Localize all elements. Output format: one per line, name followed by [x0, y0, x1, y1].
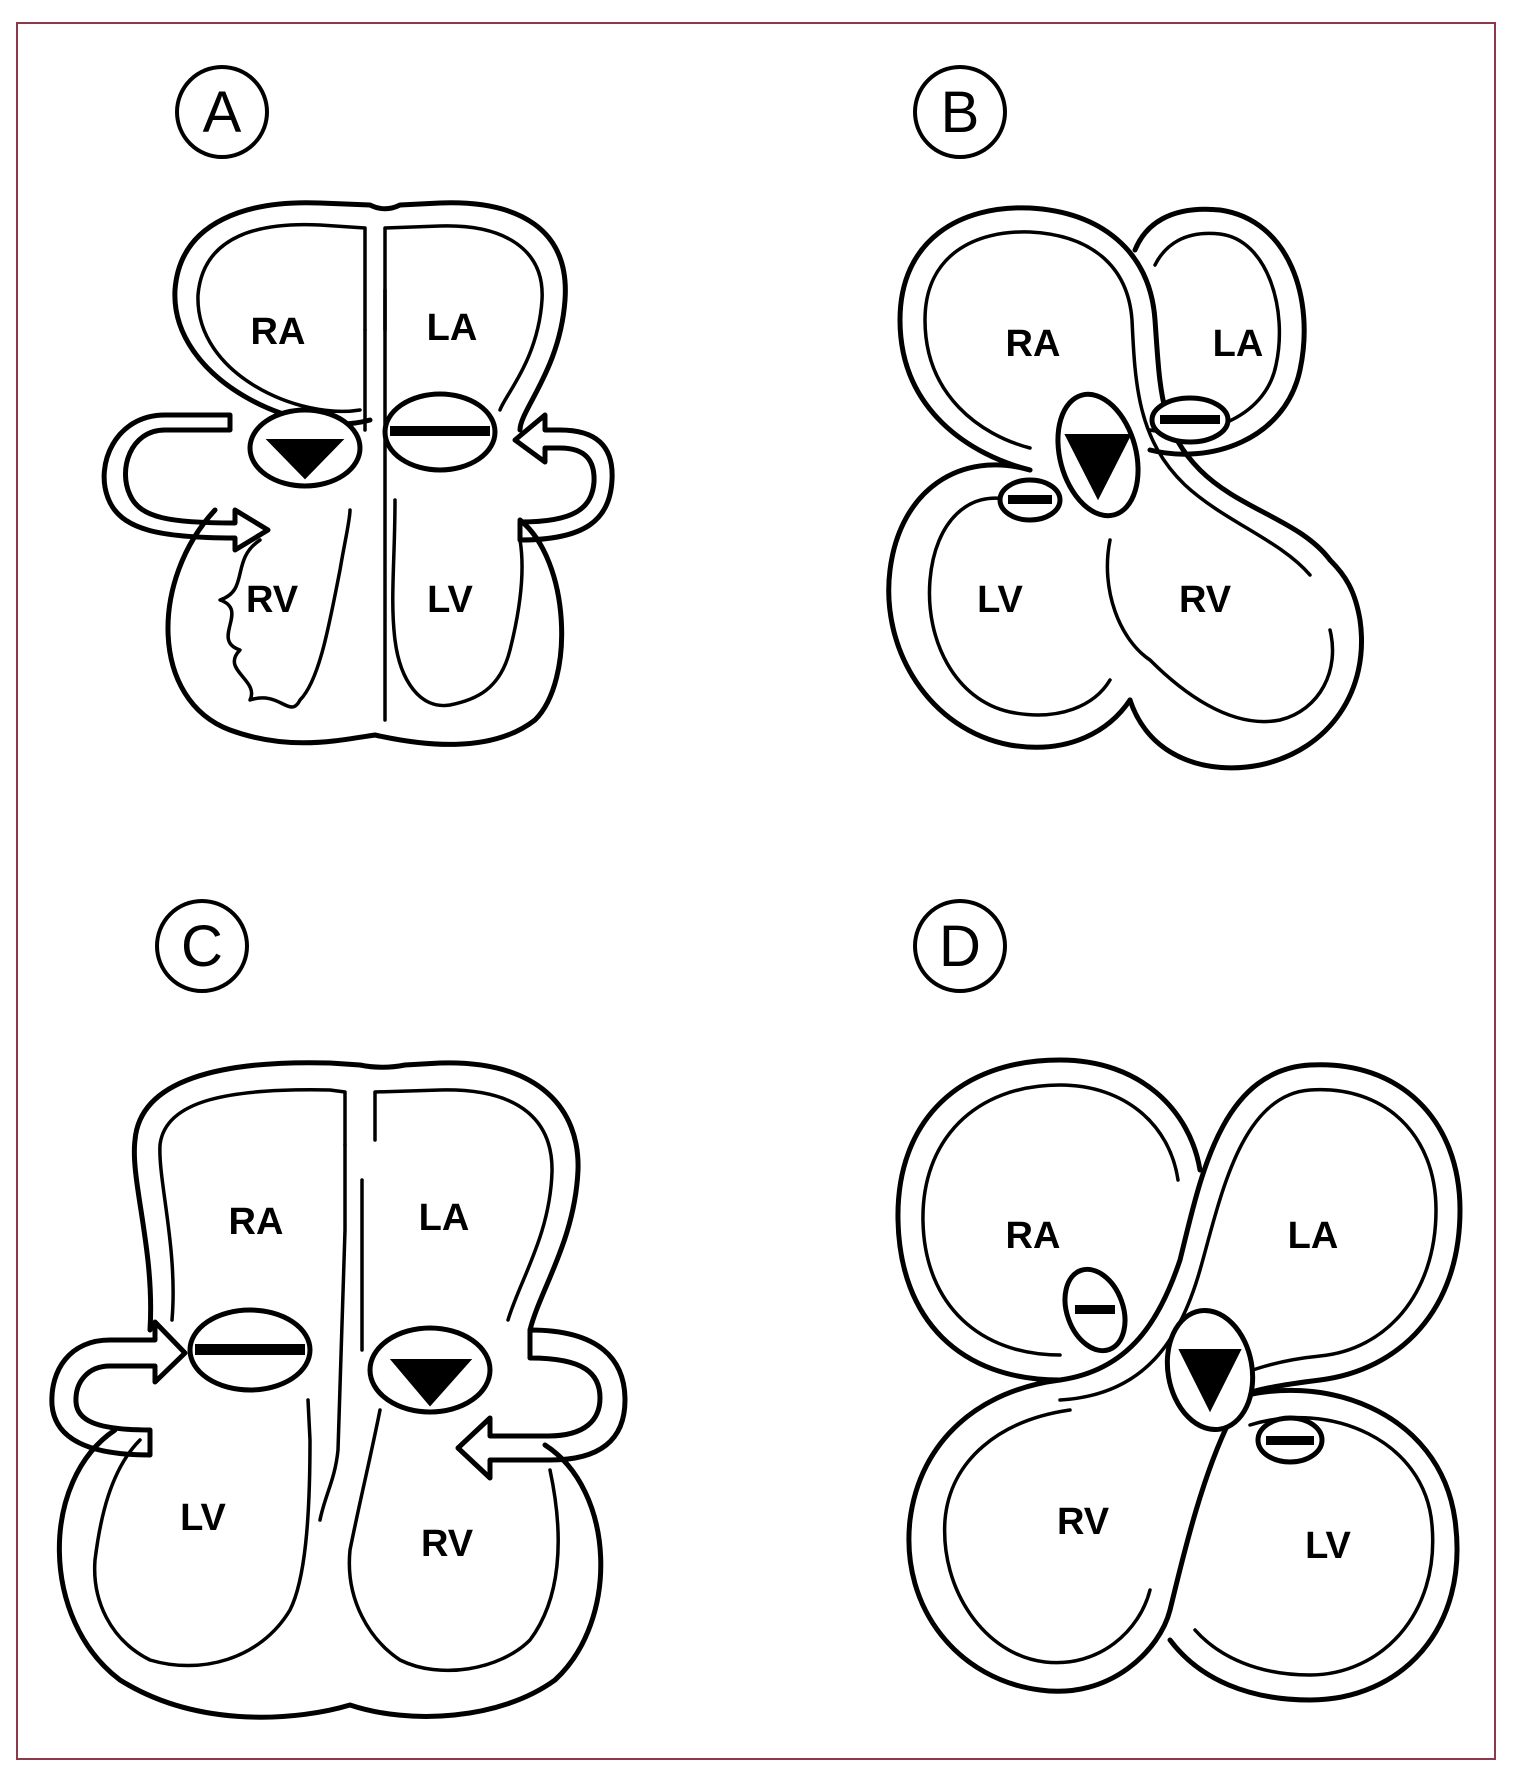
panel-a-letter: A: [203, 80, 242, 145]
label-b-top-left: RA: [1006, 323, 1061, 365]
panel-a: A RA LA RV LV: [101, 65, 615, 747]
label-c-bottom-right: RV: [421, 1523, 474, 1565]
label-d-top-right: LA: [1288, 1215, 1339, 1257]
panel-b-letter: B: [941, 80, 980, 145]
panel-d-badge: D: [913, 899, 1007, 993]
label-a-top-left: RA: [251, 311, 306, 353]
panel-c-badge: C: [155, 899, 249, 993]
panel-d: D RA LA RV LV: [895, 899, 1463, 1703]
panel-c: C RA LA LV RV: [49, 899, 628, 1720]
panel-d-letter: D: [939, 914, 981, 979]
label-c-top-right: LA: [419, 1197, 470, 1239]
label-b-bottom-right: RV: [1179, 579, 1232, 621]
label-d-bottom-right: LV: [1305, 1525, 1351, 1567]
panel-b: B RA LA LV RV: [886, 65, 1364, 771]
label-c-top-left: RA: [229, 1201, 284, 1243]
label-c-bottom-left: LV: [180, 1497, 226, 1539]
label-d-top-left: RA: [1006, 1215, 1061, 1257]
panel-c-letter: C: [181, 914, 223, 979]
label-a-bottom-left: RV: [246, 579, 299, 621]
label-a-top-right: LA: [427, 307, 478, 349]
label-b-bottom-left: LV: [977, 579, 1023, 621]
panel-b-badge: B: [913, 65, 1007, 159]
label-b-top-right: LA: [1213, 323, 1264, 365]
panel-a-badge: A: [175, 65, 269, 159]
label-d-bottom-left: RV: [1057, 1501, 1110, 1543]
label-a-bottom-right: LV: [427, 579, 473, 621]
figure-frame: [16, 22, 1496, 1760]
